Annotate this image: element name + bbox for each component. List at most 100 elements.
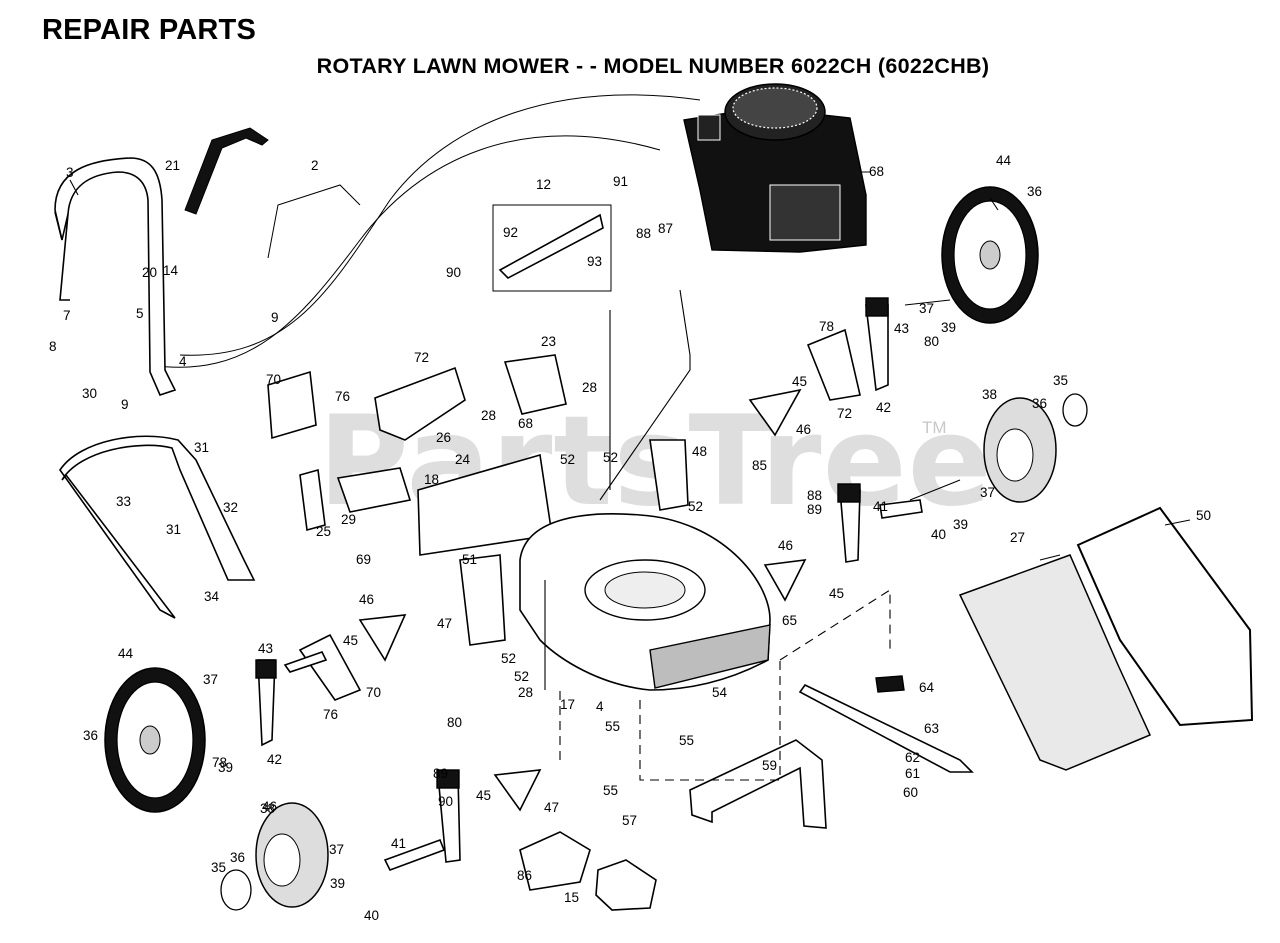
callout-number: 39 bbox=[953, 517, 968, 532]
callout-number: 68 bbox=[518, 416, 533, 431]
callout-number: 36 bbox=[1027, 184, 1042, 199]
callout-number: 28 bbox=[481, 408, 496, 423]
callout-number: 8 bbox=[49, 339, 57, 354]
callout-number: 35 bbox=[211, 860, 226, 875]
right-height-bracket bbox=[649, 439, 689, 511]
callout-labels: 2344578991214151718202123242526272828282… bbox=[49, 153, 1211, 923]
callout-number: 15 bbox=[564, 890, 579, 905]
callout-number: 12 bbox=[536, 177, 551, 192]
callout-number: 4 bbox=[179, 354, 187, 369]
callout-number: 30 bbox=[82, 386, 97, 401]
callout-number: 47 bbox=[544, 800, 559, 815]
right-axle-bracket-part bbox=[806, 328, 861, 401]
engine-part bbox=[683, 83, 867, 253]
callout-number: 89 bbox=[433, 766, 448, 781]
callout-number: 41 bbox=[873, 499, 888, 514]
blade-part bbox=[798, 683, 974, 773]
callout-number: 31 bbox=[166, 522, 181, 537]
callout-number: 80 bbox=[924, 334, 939, 349]
callout-number: 9 bbox=[121, 397, 129, 412]
dashed-guide-1 bbox=[639, 660, 781, 781]
callout-number: 59 bbox=[762, 758, 777, 773]
mulch-plate-part bbox=[336, 467, 412, 513]
callout-number: 46 bbox=[778, 538, 793, 553]
callout-number: 17 bbox=[560, 697, 575, 712]
callout-number: 90 bbox=[438, 794, 453, 809]
hubcap-right bbox=[1062, 393, 1088, 427]
callout-number: 41 bbox=[391, 836, 406, 851]
callout-number: 26 bbox=[436, 430, 451, 445]
right-rear-lever-part bbox=[865, 304, 889, 392]
page-subtitle: ROTARY LAWN MOWER - - MODEL NUMBER 6022C… bbox=[316, 54, 990, 78]
callout-number: 93 bbox=[587, 254, 602, 269]
callout-number: 5 bbox=[136, 306, 144, 321]
callout-number: 39 bbox=[941, 320, 956, 335]
rear-bracket-part bbox=[374, 366, 466, 441]
wheel-left-front bbox=[255, 802, 329, 908]
callout-number: 65 bbox=[782, 613, 797, 628]
callout-number: 55 bbox=[605, 719, 620, 734]
callout-number: 24 bbox=[455, 452, 471, 467]
callout-number: 92 bbox=[503, 225, 518, 240]
upper-handle-part bbox=[54, 157, 177, 396]
callout-number: 3 bbox=[66, 165, 74, 180]
callout-number: 45 bbox=[476, 788, 491, 803]
callout-number: 39 bbox=[330, 876, 345, 891]
callout-number: 55 bbox=[603, 783, 618, 798]
callout-number: 46 bbox=[796, 422, 811, 437]
cable-upper bbox=[179, 94, 701, 356]
callout-number: 45 bbox=[792, 374, 807, 389]
rear-flap-part bbox=[689, 739, 827, 829]
callout-number: 52 bbox=[603, 450, 618, 465]
callout-number: 51 bbox=[462, 552, 477, 567]
axle-left-rear bbox=[283, 651, 328, 673]
callout-number: 32 bbox=[223, 500, 238, 515]
chute-flap-part bbox=[267, 370, 317, 440]
callout-number: 70 bbox=[366, 685, 381, 700]
mulch-plug-part bbox=[519, 831, 591, 891]
callout-number: 25 bbox=[316, 524, 331, 539]
cable-lower bbox=[149, 135, 661, 368]
callout-number: 4 bbox=[596, 699, 604, 714]
callout-number: 31 bbox=[194, 440, 209, 455]
callout-number: 76 bbox=[323, 707, 338, 722]
callout-number: 44 bbox=[996, 153, 1012, 168]
left-front-grip bbox=[436, 769, 460, 789]
callout-number: 33 bbox=[116, 494, 131, 509]
rear-bracket-small bbox=[299, 468, 326, 532]
callout-number: 38 bbox=[260, 801, 275, 816]
callout-number: 54 bbox=[712, 685, 728, 700]
callout-number: 48 bbox=[692, 444, 707, 459]
callout-number: 72 bbox=[837, 406, 852, 421]
side-chute-part bbox=[595, 859, 657, 911]
cable-clip-box bbox=[492, 204, 612, 292]
callout-number: 89 bbox=[807, 502, 822, 517]
callout-number: 86 bbox=[517, 868, 532, 883]
watermark-tm: TM bbox=[922, 418, 947, 437]
dashed-guide-2 bbox=[779, 588, 891, 661]
wheel-right-front bbox=[983, 397, 1057, 503]
callout-number: 85 bbox=[752, 458, 767, 473]
callout-number: 72 bbox=[414, 350, 429, 365]
callout-number: 80 bbox=[447, 715, 462, 730]
callout-number: 61 bbox=[905, 766, 920, 781]
wheel-left-rear bbox=[104, 667, 206, 813]
handle-grip-part bbox=[184, 127, 269, 215]
callout-number: 64 bbox=[919, 680, 935, 695]
grass-bag-part bbox=[958, 554, 1152, 771]
callout-number: 37 bbox=[980, 485, 995, 500]
callout-number: 43 bbox=[258, 641, 273, 656]
adjuster-plate-top-part bbox=[748, 388, 802, 437]
callout-number: 7 bbox=[63, 308, 71, 323]
callout-number: 45 bbox=[343, 633, 358, 648]
callout-number: 46 bbox=[262, 799, 277, 814]
callout-number: 91 bbox=[613, 174, 628, 189]
left-axle-bracket-part bbox=[298, 633, 362, 701]
callout-number: 69 bbox=[356, 552, 371, 567]
callout-number: 39 bbox=[218, 760, 233, 775]
callout-number: 62 bbox=[905, 750, 920, 765]
callout-number: 36 bbox=[1032, 396, 1047, 411]
callout-number: 40 bbox=[931, 527, 946, 542]
callout-number: 18 bbox=[424, 472, 439, 487]
